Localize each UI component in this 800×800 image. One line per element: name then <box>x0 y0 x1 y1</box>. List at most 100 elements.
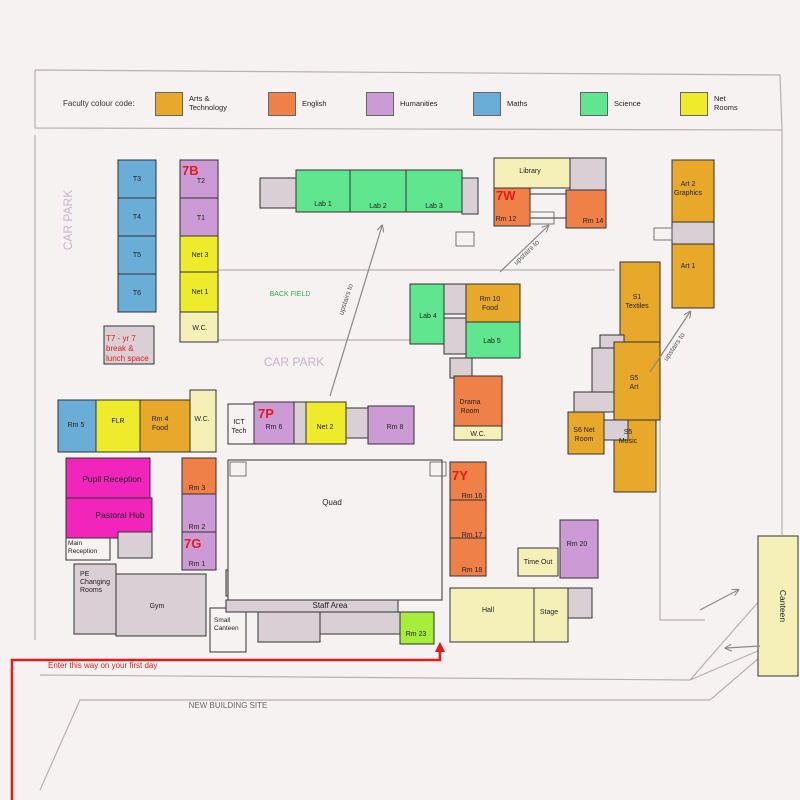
room-rm20[interactable] <box>559 519 599 579</box>
entry-route <box>10 641 446 800</box>
label-quad: Quad <box>322 498 342 507</box>
label-gym: Gym <box>150 603 165 610</box>
room-rm12[interactable] <box>493 187 531 227</box>
legend-label: Net Rooms <box>714 94 738 112</box>
label-canteen: Canteen <box>778 590 788 622</box>
form-label-7y: 7Y <box>452 468 468 483</box>
room-rm23[interactable] <box>399 611 435 645</box>
room-rm17[interactable] <box>449 499 487 539</box>
legend-swatch <box>473 92 501 116</box>
room-lab3[interactable] <box>405 169 463 213</box>
room-canteen[interactable] <box>757 535 799 677</box>
room-flr[interactable] <box>95 399 141 453</box>
label-lab5: Lab 5 <box>483 338 501 345</box>
form-label-7w: 7W <box>496 188 516 203</box>
label-rm20: Rm 20 <box>567 541 588 548</box>
room-art2[interactable] <box>671 159 715 223</box>
room-rm5[interactable] <box>57 399 97 453</box>
form-label-7g: 7G <box>184 536 201 551</box>
quad-area <box>227 459 443 601</box>
label-upstairs-2: upstairs to <box>513 239 541 267</box>
label-staff-area: Staff Area <box>313 601 349 610</box>
room-t2[interactable] <box>179 159 219 199</box>
legend-swatch <box>580 92 608 116</box>
label-lab4: Lab 4 <box>419 313 437 320</box>
form-label-7b: 7B <box>182 163 199 178</box>
label-wc-top-left: W.C. <box>192 325 207 332</box>
label-wc-drama: W.C. <box>470 431 485 438</box>
room-rm10[interactable] <box>465 283 521 323</box>
room-lab5[interactable] <box>465 321 521 359</box>
legend-swatch <box>366 92 394 116</box>
room-small-canteen[interactable] <box>209 607 247 653</box>
legend-swatch <box>268 92 296 116</box>
room-rm4[interactable] <box>139 399 191 453</box>
room-time-out[interactable] <box>517 547 559 577</box>
room-wc-mid[interactable] <box>189 389 217 453</box>
room-lab1[interactable] <box>295 169 351 213</box>
label-time-out: Time Out <box>524 559 553 566</box>
label-rm5: Rm 5 <box>68 422 85 429</box>
room-rm3[interactable] <box>181 457 217 495</box>
label-net3: Net 3 <box>192 252 209 259</box>
label-hall: Hall <box>482 607 495 614</box>
label-t4: T4 <box>133 214 141 221</box>
room-t6[interactable] <box>117 273 157 313</box>
label-lab1: Lab 1 <box>314 201 332 208</box>
room-hall[interactable] <box>449 587 535 643</box>
room-net3[interactable] <box>179 235 219 273</box>
room-rm14[interactable] <box>565 189 607 229</box>
room-rm6[interactable] <box>253 401 295 445</box>
label-rm17: Rm 17 <box>462 532 483 539</box>
label-car-park-left: CAR PARK <box>61 190 75 250</box>
label-new-building-site: NEW BUILDING SITE <box>189 701 268 710</box>
label-library: Library <box>519 168 541 175</box>
room-t1[interactable] <box>179 197 219 237</box>
room-rm8[interactable] <box>367 405 415 445</box>
room-wc-drama[interactable] <box>453 425 503 441</box>
room-t4[interactable] <box>117 197 157 237</box>
form-label-7p: 7P <box>258 406 274 421</box>
room-library[interactable] <box>493 157 571 189</box>
room-wc-top-left[interactable] <box>179 311 219 343</box>
room-t3[interactable] <box>117 159 157 199</box>
room-rm2[interactable] <box>181 493 217 533</box>
label-net1: Net 1 <box>192 289 209 296</box>
room-net2[interactable] <box>305 401 347 445</box>
room-drama[interactable] <box>453 375 503 427</box>
room-rm18[interactable] <box>449 537 487 577</box>
label-rm12: Rm 12 <box>496 216 517 223</box>
label-rm6: Rm 6 <box>266 424 283 431</box>
room-main-reception[interactable] <box>65 537 111 561</box>
label-rm14: Rm 14 <box>583 218 604 225</box>
label-car-park-center: CAR PARK <box>264 355 324 369</box>
room-gym[interactable] <box>115 573 207 637</box>
legend-title: Faculty colour code: <box>63 99 135 108</box>
room-art1[interactable] <box>671 243 715 309</box>
room-ict[interactable] <box>227 403 255 445</box>
room-pe-changing[interactable] <box>73 563 117 635</box>
label-rm1: Rm 1 <box>189 561 206 568</box>
room-s1[interactable] <box>619 261 661 343</box>
room-t7[interactable] <box>103 325 155 365</box>
label-t5: T5 <box>133 252 141 259</box>
room-pastoral-hub[interactable] <box>65 497 153 539</box>
stairs <box>229 211 673 477</box>
room-lab4[interactable] <box>409 283 445 345</box>
label-pupil-reception: Pupil Reception <box>82 474 142 484</box>
room-stage[interactable] <box>533 587 569 643</box>
room-rm1[interactable] <box>181 531 217 571</box>
room-pupil-reception[interactable] <box>65 457 151 499</box>
label-wc-mid: W.C. <box>194 416 209 423</box>
label-lab2: Lab 2 <box>369 203 387 210</box>
room-lab2[interactable] <box>349 169 407 213</box>
